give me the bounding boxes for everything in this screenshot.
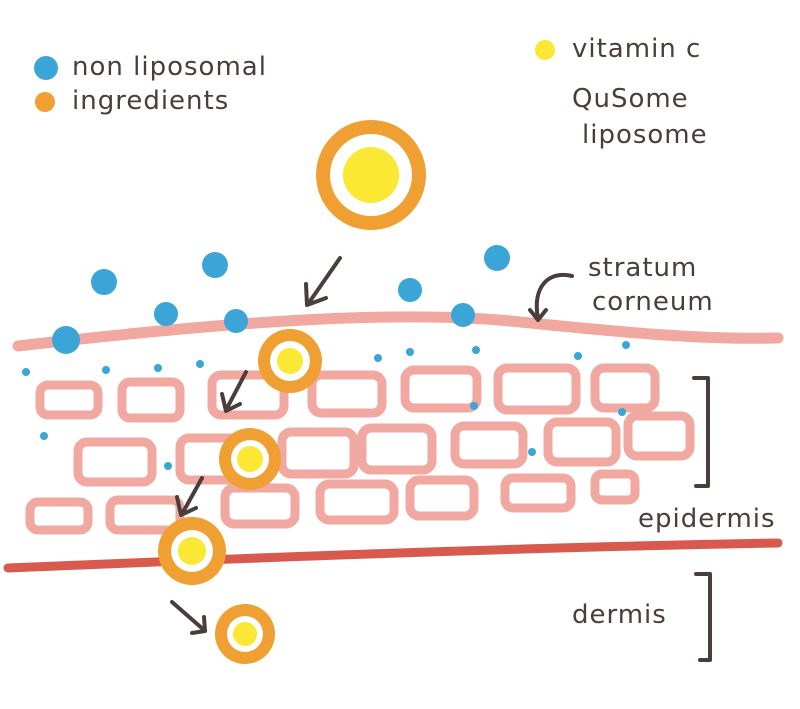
legend-vitamin-c: vitamin c [572, 34, 702, 64]
skin-cell [623, 411, 695, 461]
skin-cell [500, 473, 576, 513]
non-liposomal-particle [472, 346, 480, 354]
skin-cell [590, 469, 640, 505]
skin-cell [543, 417, 621, 467]
non-liposomal-particle [154, 302, 178, 326]
qusome-liposome [35, 92, 55, 112]
legend-non-liposomal-line2: ingredients [72, 86, 230, 116]
epidermis-bracket [692, 376, 710, 488]
qusome-liposome [219, 428, 281, 490]
label-corneum: corneum [592, 287, 714, 317]
non-liposomal-particle [224, 309, 248, 333]
vitamin-c-legend-dot [535, 40, 555, 60]
legend-qusome-line2: liposome [582, 120, 708, 150]
dermis-bracket [694, 572, 712, 662]
qusome-liposome [316, 120, 426, 230]
label-dermis: dermis [572, 600, 667, 630]
non-liposomal-particle [574, 352, 582, 360]
brackets [692, 376, 712, 662]
skin-cell [357, 423, 437, 475]
penetration-arrows [170, 256, 574, 635]
non-liposomal-particle [52, 326, 80, 354]
skin-cell [400, 365, 482, 413]
skin-cell [493, 363, 581, 415]
qusome-liposome [215, 604, 275, 664]
non-liposomal-particle [451, 303, 475, 327]
non-liposomal-particle [91, 269, 117, 295]
skin-cell [307, 370, 387, 418]
skin-cell [315, 479, 399, 525]
skin-cell [73, 437, 157, 487]
non-liposomal-particle [196, 360, 204, 368]
non-liposomal-particle [164, 462, 172, 470]
skin-cell [25, 497, 93, 535]
skin-cell [277, 427, 359, 479]
non-liposomal-particles [22, 56, 630, 470]
skin-cell [450, 421, 528, 469]
legend-qusome-line1: QuSome [572, 84, 689, 114]
arrow-icon [175, 476, 204, 517]
skin-cell [220, 483, 300, 529]
non-liposomal-particle [22, 368, 30, 376]
non-liposomal-particle [618, 408, 626, 416]
legend-non-liposomal-line1: non liposomal [72, 52, 267, 82]
skin-cell [105, 495, 185, 535]
arrow-icon [220, 370, 248, 413]
dermis-boundary-line [3, 538, 783, 573]
label-epidermis: epidermis [638, 504, 776, 534]
non-liposomal-particle [202, 252, 228, 278]
non-liposomal-particle [406, 348, 414, 356]
qusome-liposomes [35, 92, 426, 664]
non-liposomal-particle [102, 366, 110, 374]
non-liposomal-particle [40, 432, 48, 440]
non-liposomal-particle [154, 364, 162, 372]
non-liposomal-particle [528, 448, 536, 456]
arrow-icon [170, 600, 207, 635]
non-liposomal-particle [34, 56, 58, 80]
skin-cell [117, 377, 185, 423]
qusome-liposome [258, 329, 322, 393]
stratum-corneum-layer [12, 311, 784, 352]
qusome-liposome [158, 517, 226, 585]
non-liposomal-particle [622, 341, 630, 349]
epidermis-cells [25, 363, 695, 535]
skin-cell [590, 363, 660, 413]
non-liposomal-particle [398, 278, 422, 302]
non-liposomal-particle [470, 402, 478, 410]
non-liposomal-particle [374, 354, 382, 362]
skin-cell [405, 475, 479, 521]
arrow-icon [304, 256, 342, 307]
non-liposomal-particle [484, 245, 510, 271]
skin-cell [35, 380, 103, 420]
skin-cell [207, 370, 289, 420]
stratum-pointer-icon [528, 272, 574, 322]
label-stratum: stratum [588, 253, 698, 283]
